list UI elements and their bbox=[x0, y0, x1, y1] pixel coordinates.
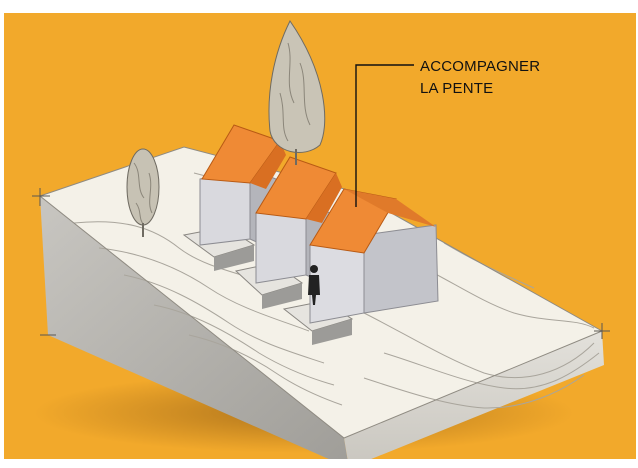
tall-tree-icon bbox=[268, 20, 326, 165]
terrain-right-face bbox=[344, 331, 604, 459]
small-tree-icon bbox=[126, 148, 160, 237]
terrain-left-face bbox=[40, 196, 348, 459]
annotation-label: ACCOMPAGNER LA PENTE bbox=[420, 56, 540, 100]
terrain-outline bbox=[38, 146, 604, 439]
contour-lines bbox=[73, 172, 600, 409]
annotation-line-1: ACCOMPAGNER bbox=[420, 58, 541, 75]
orange-panel bbox=[4, 13, 636, 459]
construction-marks bbox=[32, 188, 610, 339]
annotation-line-2: LA PENTE bbox=[420, 80, 494, 97]
annotation-leader-line bbox=[355, 64, 414, 207]
person-icon bbox=[308, 265, 320, 305]
terrain-diagram bbox=[4, 13, 636, 459]
house-3 bbox=[309, 188, 439, 324]
